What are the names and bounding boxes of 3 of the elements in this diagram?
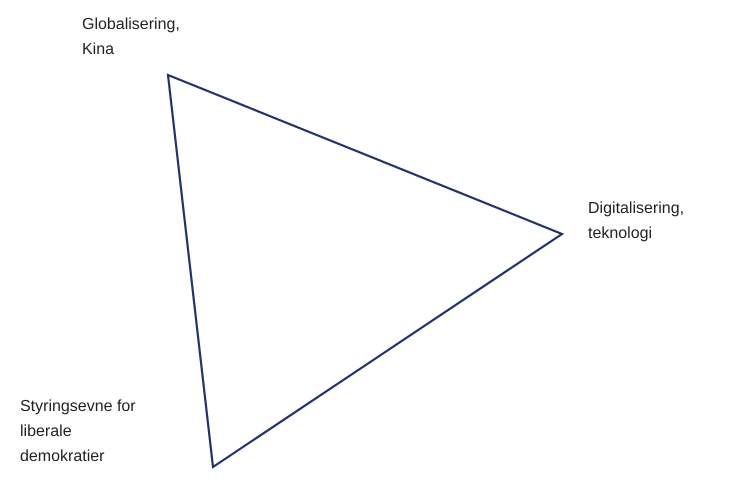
vertex-label: Digitalisering, teknologi: [588, 199, 686, 244]
vertex-label: Globalisering, Kina: [82, 15, 181, 60]
vertex-label: Styringsevne for liberale demokratier: [20, 397, 137, 467]
